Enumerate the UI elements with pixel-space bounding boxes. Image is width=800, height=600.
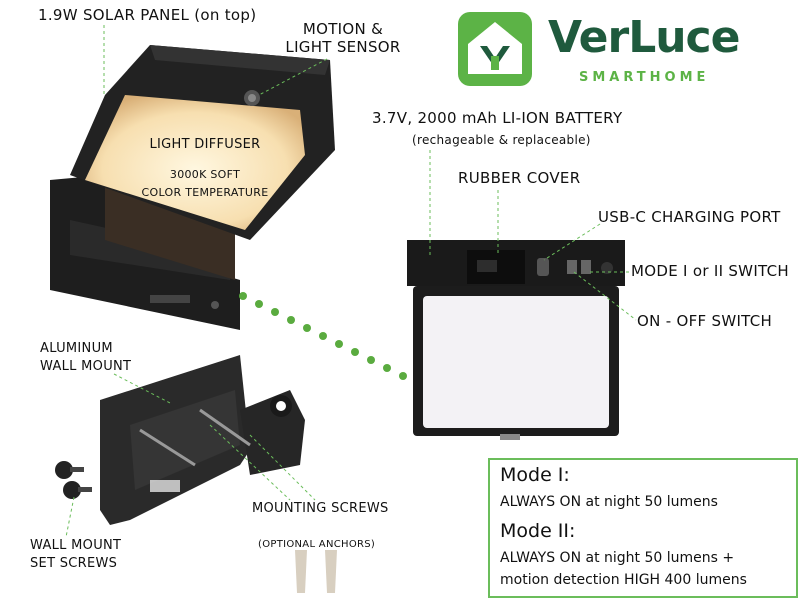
battery-leader-line [429,150,431,255]
optional-anchors-label: (OPTIONAL ANCHORS) [258,539,376,550]
mode-2-title: Mode II: [500,520,576,542]
mounting-screws-label: MOUNTING SCREWS [252,501,389,516]
dotted-connector [239,292,421,390]
solar-panel-leader-line [103,25,105,97]
set-screws-label: WALL MOUNT SET SCREWS [30,537,121,573]
solar-light-fixture [50,45,335,330]
mode-1-title: Mode I: [500,464,570,486]
brand-tagline: SMARTHOME [579,70,710,85]
on-off-leader-line [573,271,637,321]
on-off-switch-label: ON - OFF SWITCH [637,312,773,330]
solar-panel-label: 1.9W SOLAR PANEL (on top) [38,6,257,24]
battery-label: 3.7V, 2000 mAh LI-ION BATTERY [372,109,623,127]
color-temp-label-line1: 3000K SOFT [169,168,241,181]
wall-mount-label-line1: ALUMINUM [40,341,113,356]
light-diffuser-label: LIGHT DIFFUSER [149,137,261,152]
verluce-logo-icon [458,12,532,86]
anchors-icon [295,550,337,593]
rubber-cover-leader-line [497,190,499,255]
motion-sensor-label-line2: LIGHT SENSOR [285,38,401,56]
mode-switch-label: MODE I or II SWITCH [631,262,789,280]
mode-2-description-line1: ALWAYS ON at night 50 lumens + [500,550,735,566]
set-screws-label-line1: WALL MOUNT [30,538,122,553]
motion-sensor-label: MOTION & LIGHT SENSOR [278,20,408,56]
mode-2-description-line2: motion detection HIGH 400 lumens [500,572,747,588]
wall-mount-leader-line [113,373,173,405]
color-temp-label: 3000K SOFT COLOR TEMPERATURE [130,166,280,202]
mode-switch-leader-line [590,271,630,273]
wall-mount-bracket [100,355,305,525]
mounting-screws-leader-lines [209,424,316,501]
brand-name: VerLuce [548,12,740,63]
usb-c-leader-line [543,223,601,261]
rubber-cover-label: RUBBER COVER [458,169,581,187]
motion-sensor-leader-line [258,58,328,96]
battery-module [407,240,625,440]
wall-mount-label-line2: WALL MOUNT [40,359,132,374]
mode-1-description: ALWAYS ON at night 50 lumens [500,494,718,510]
usb-c-port-label: USB-C CHARGING PORT [598,208,781,226]
set-screws-icon [55,461,92,499]
set-screws-leader-line [65,496,75,538]
set-screws-label-line2: SET SCREWS [30,556,118,571]
motion-sensor-label-line1: MOTION & [302,20,384,38]
battery-note-label: (rechageable & replaceable) [412,133,591,147]
mode-info-box: Mode I: ALWAYS ON at night 50 lumens Mod… [488,458,798,598]
wall-mount-label: ALUMINUM WALL MOUNT [40,340,131,376]
color-temp-label-line2: COLOR TEMPERATURE [141,186,269,199]
